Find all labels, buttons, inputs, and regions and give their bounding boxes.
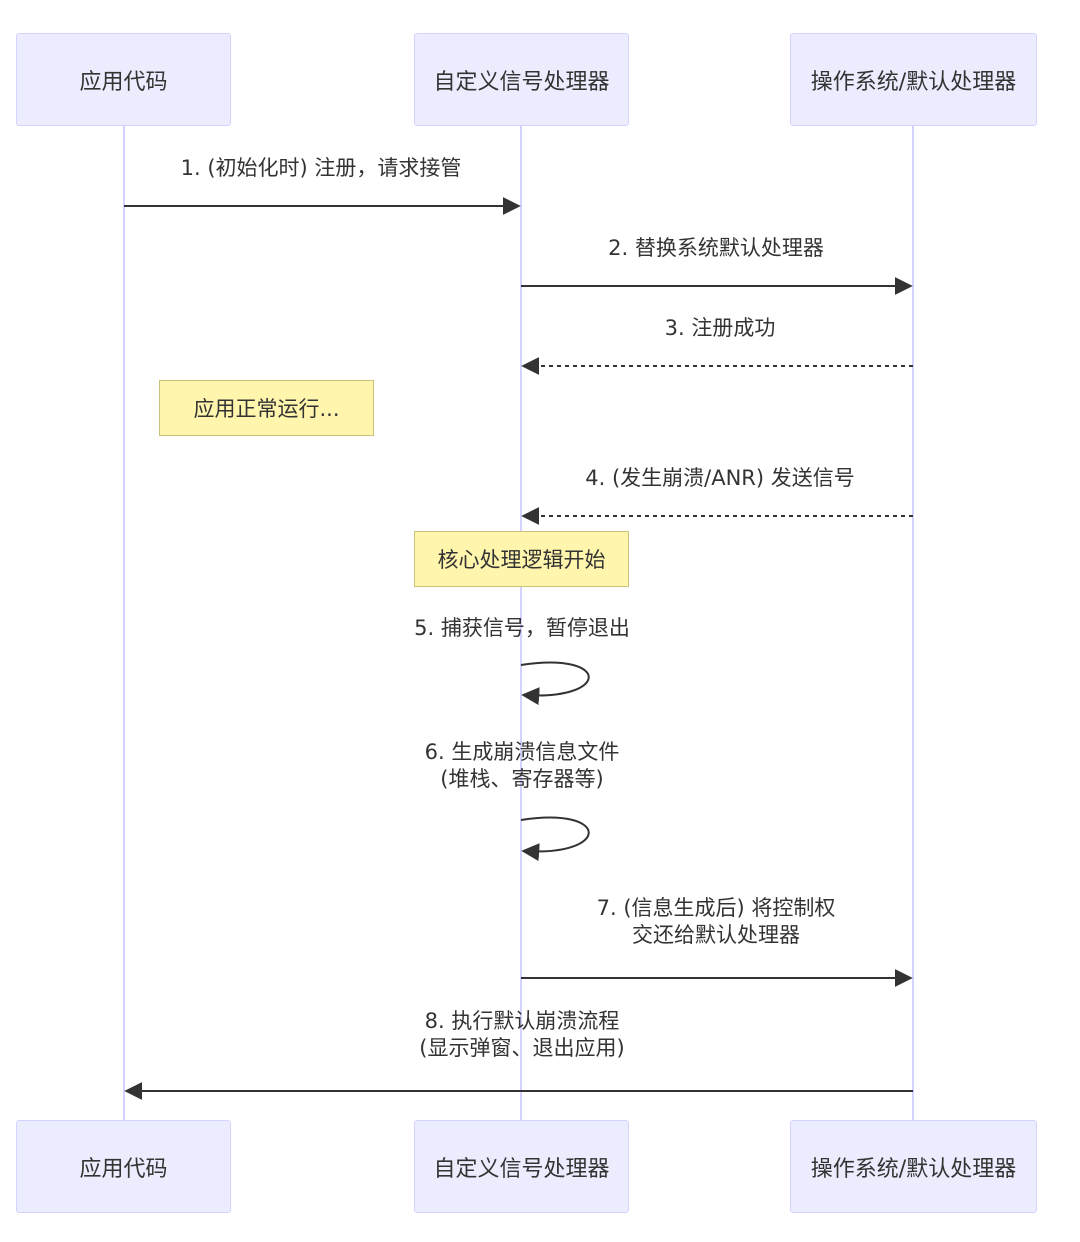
message-label-7: 7. (信息生成后) 将控制权 交还给默认处理器 — [597, 895, 836, 949]
message-arrows — [124, 197, 913, 1100]
message-label-6-line-2: (堆栈、寄存器等) — [440, 767, 604, 791]
participant-app-bottom: 应用代码 — [16, 1120, 231, 1213]
message-label-8-line-1: 8. 执行默认崩溃流程 — [424, 1009, 620, 1033]
message-label-8: 8. 执行默认崩溃流程 (显示弹窗、退出应用) — [419, 1008, 624, 1062]
participant-handler-top: 自定义信号处理器 — [414, 33, 629, 126]
message-label-7-line-1: 7. (信息生成后) 将控制权 — [596, 896, 836, 920]
lifelines — [123, 126, 914, 1120]
message-label-1: 1. (初始化时) 注册，请求接管 — [181, 155, 462, 182]
message-label-2-line-1: 2. 替换系统默认处理器 — [608, 236, 824, 260]
participant-handler-bottom: 自定义信号处理器 — [414, 1120, 629, 1213]
participant-app-top: 应用代码 — [16, 33, 231, 126]
message-label-4: 4. (发生崩溃/ANR) 发送信号 — [585, 465, 855, 492]
participant-os-top: 操作系统/默认处理器 — [790, 33, 1037, 126]
participant-os-bottom: 操作系统/默认处理器 — [790, 1120, 1037, 1213]
note-core-logic: 核心处理逻辑开始 — [414, 531, 629, 587]
message-label-8-line-2: (显示弹窗、退出应用) — [419, 1036, 625, 1060]
message-label-2: 2. 替换系统默认处理器 — [608, 235, 824, 262]
message-label-7-line-2: 交还给默认处理器 — [632, 923, 800, 947]
message-label-3-line-1: 3. 注册成功 — [664, 316, 776, 340]
message-label-1-line-1: 1. (初始化时) 注册，请求接管 — [180, 156, 462, 180]
message-arrow-6 — [520, 816, 590, 862]
message-label-6: 6. 生成崩溃信息文件 (堆栈、寄存器等) — [425, 739, 620, 793]
message-label-5: 5. 捕获信号，暂停退出 — [414, 615, 630, 642]
message-label-5-line-1: 5. 捕获信号，暂停退出 — [414, 616, 630, 640]
message-label-3: 3. 注册成功 — [665, 315, 776, 342]
message-label-6-line-1: 6. 生成崩溃信息文件 — [424, 740, 620, 764]
note-app-running: 应用正常运行... — [159, 380, 374, 436]
message-arrow-5 — [520, 661, 590, 706]
message-label-4-line-1: 4. (发生崩溃/ANR) 发送信号 — [585, 466, 855, 490]
